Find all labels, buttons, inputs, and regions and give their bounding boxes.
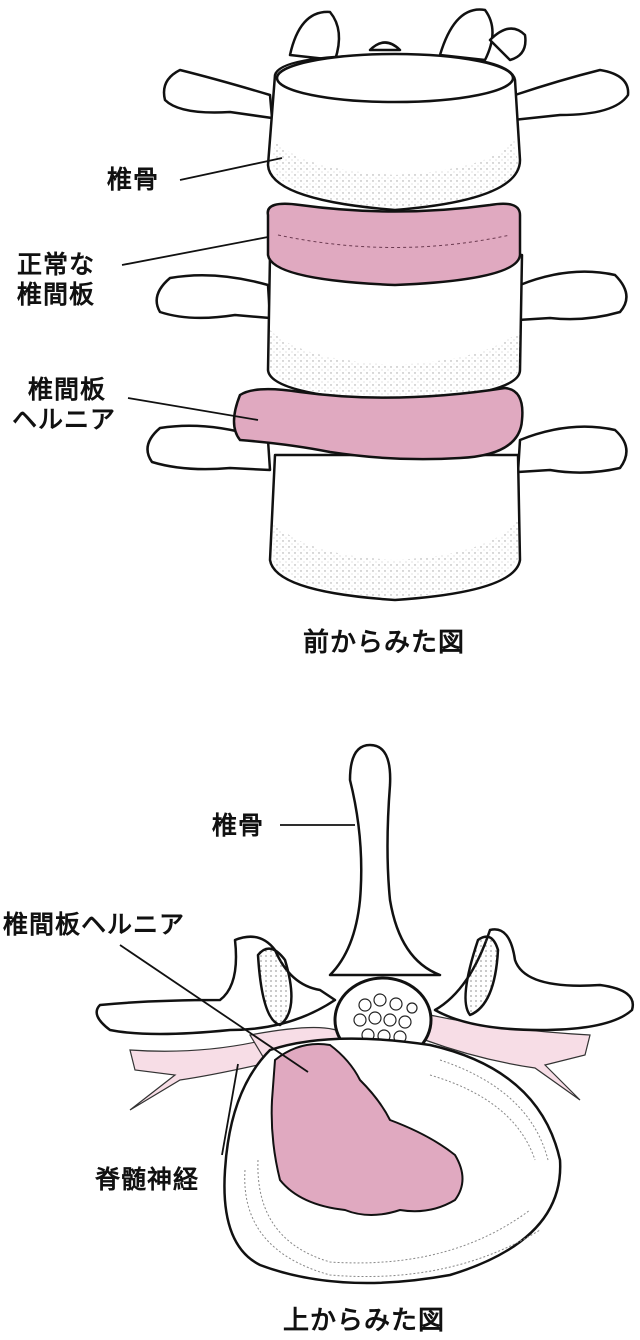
front-herniation-label-line1: 椎間板	[28, 375, 107, 404]
front-normal-disc-label-line2: 椎間板	[17, 280, 96, 309]
front-view-spine-illustration	[121, 8, 630, 602]
normal-disc-shape	[266, 202, 522, 287]
top-vertebra-label: 椎骨	[212, 811, 265, 840]
herniated-nucleus-shape	[270, 1043, 464, 1216]
front-vertebra-label: 椎骨	[107, 165, 160, 194]
top-view-caption: 上からみた図	[283, 1306, 446, 1336]
spinal-nerve-label: 脊髄神経	[95, 1165, 200, 1194]
herniated-disc-shape	[232, 386, 524, 461]
front-herniation-label-line2: ヘルニア	[12, 405, 117, 434]
front-view-caption: 前からみた図	[303, 628, 466, 658]
top-herniation-label: 椎間板ヘルニア	[3, 910, 186, 939]
front-normal-disc-label-line1: 正常な	[17, 250, 96, 279]
